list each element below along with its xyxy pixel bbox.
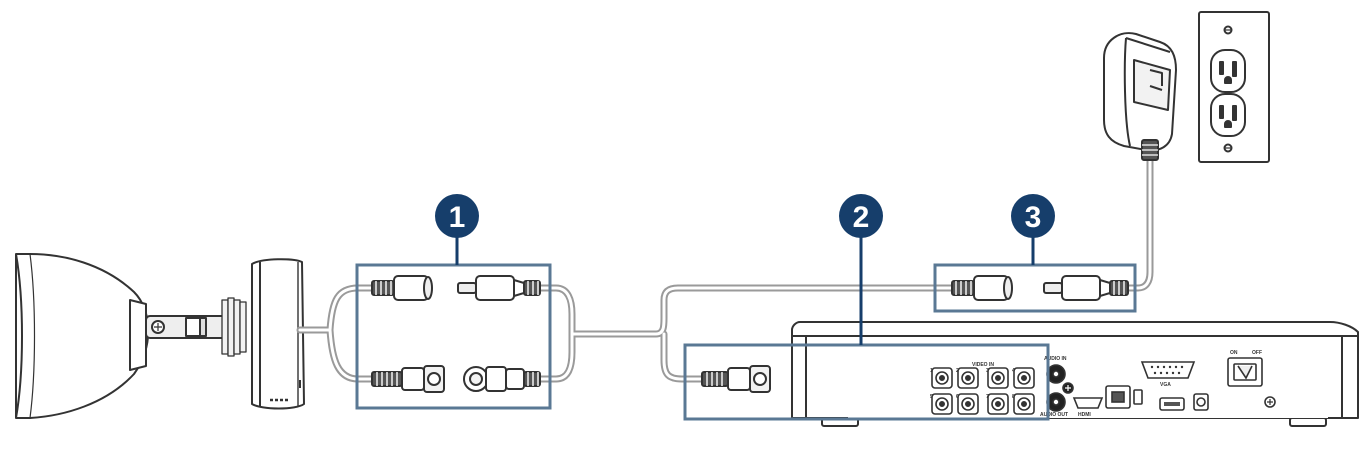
hdmi-label: HDMI — [1078, 412, 1091, 418]
highlight-box-3 — [933, 263, 1137, 313]
bnc-connector-right — [463, 366, 541, 392]
dvr-rear-ports — [1046, 357, 1276, 412]
bnc-connector-left — [371, 365, 445, 393]
power-connector-female — [371, 275, 433, 301]
callout-2-circle — [839, 194, 883, 238]
callout-2: 2 — [839, 194, 883, 238]
power-on-label: ON — [1230, 350, 1238, 356]
channel-5-label: 5 — [930, 394, 933, 400]
power-connector-male-adapter — [1043, 275, 1129, 301]
video-in-label: VIDEO IN — [972, 362, 994, 368]
callout-1-number: 1 — [449, 201, 466, 234]
wall-outlet — [1198, 11, 1270, 163]
vga-label: VGA — [1160, 382, 1171, 388]
channel-6-label: 6 — [956, 394, 959, 400]
callout-3-circle — [1011, 194, 1055, 238]
bnc-connector-dvr — [701, 365, 771, 393]
callout-1-circle — [435, 194, 479, 238]
channel-3-label: 3 — [986, 368, 989, 374]
callout-2-number: 2 — [853, 201, 870, 234]
channel-8-label: 8 — [1012, 394, 1015, 400]
callout-leaders — [455, 236, 1035, 345]
video-in-ports — [931, 367, 1035, 415]
callout-1: 1 — [435, 194, 479, 238]
channel-7-label: 7 — [986, 394, 989, 400]
highlight-box-1 — [355, 263, 552, 410]
power-connector-female-adapter — [951, 275, 1013, 301]
channel-1-label: 1 — [930, 368, 933, 374]
audio-in-label: AUDIO IN — [1044, 356, 1067, 362]
power-connector-male — [457, 275, 541, 301]
highlight-boxes — [355, 263, 1137, 421]
dvr-recorder — [791, 321, 1359, 427]
audio-out-label: AUDIO OUT — [1040, 412, 1068, 418]
power-off-label: OFF — [1252, 350, 1262, 356]
highlight-box-2 — [683, 343, 1050, 421]
channel-2-label: 2 — [956, 368, 959, 374]
channel-4-label: 4 — [1012, 368, 1015, 374]
bullet-camera — [15, 253, 305, 419]
callout-3-number: 3 — [1025, 201, 1042, 234]
callout-3: 3 — [1011, 194, 1055, 238]
power-adapter — [1103, 32, 1177, 161]
